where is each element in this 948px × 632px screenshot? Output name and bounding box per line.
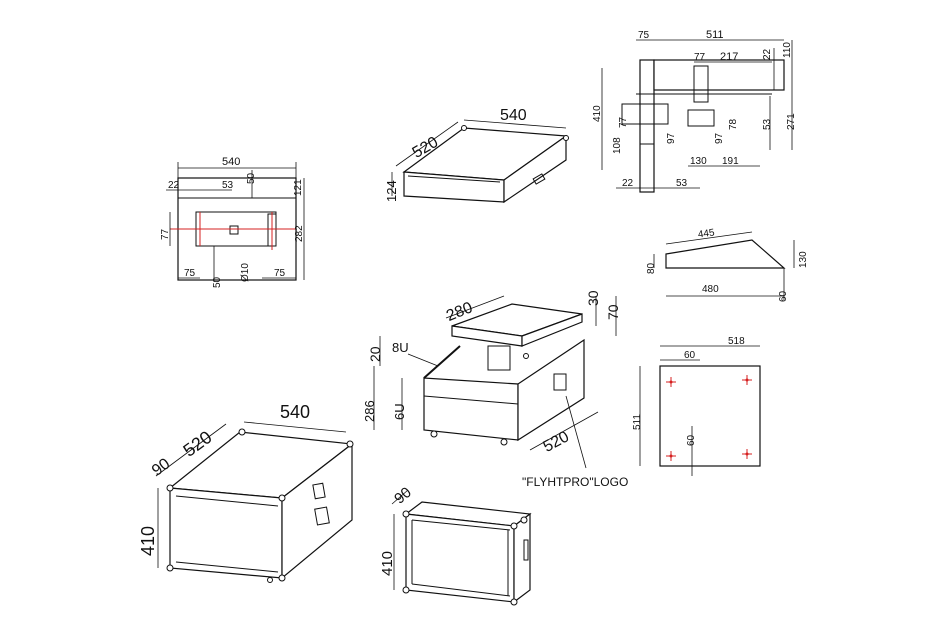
open-d70-label: 70 xyxy=(605,304,621,320)
open-rack-label: 8U xyxy=(392,340,409,355)
top-d97a-label: 97 xyxy=(666,132,677,144)
front-bottom-slot-label: 50 xyxy=(212,276,223,288)
plate-offset-label: 60 xyxy=(684,350,696,361)
open-d30-label: 30 xyxy=(585,290,601,306)
front-gap-label: 22 xyxy=(168,180,180,191)
top-d130-label: 130 xyxy=(690,156,707,167)
top-d78-label: 78 xyxy=(728,118,739,130)
top-d271-label: 271 xyxy=(786,113,797,130)
top-d110-label: 110 xyxy=(782,42,793,58)
open-case: 280 30 70 20 8U 286 6U 520 "FLYHTPRO"LOG… xyxy=(362,290,628,489)
top-d53r-label: 53 xyxy=(762,118,773,130)
front-left-edge-label: 75 xyxy=(184,268,196,279)
top-d22-label: 22 xyxy=(762,48,773,60)
open-logo-label: "FLYHTPRO"LOGO xyxy=(522,475,628,489)
front-hole-label: Ø10 xyxy=(240,263,251,282)
top-d77-label: 77 xyxy=(618,116,629,128)
open-depth-label: 520 xyxy=(540,428,572,456)
iso-height-label: 410 xyxy=(138,526,158,556)
lid-width-label: 540 xyxy=(500,107,527,124)
lid-height-label: 124 xyxy=(384,180,399,202)
front-right-edge-label: 75 xyxy=(274,268,286,279)
top-width-label: 511 xyxy=(706,29,724,41)
top-d191-label: 191 xyxy=(722,156,739,167)
plate-width-label: 518 xyxy=(728,336,745,347)
front-width-label: 540 xyxy=(222,156,240,168)
top-d97b-label: 97 xyxy=(714,132,725,144)
top-d108-label: 108 xyxy=(612,137,623,154)
top-inner-label: 77 xyxy=(694,52,706,63)
profile-h80-label: 80 xyxy=(646,262,657,274)
front-body-h-label: 282 xyxy=(294,225,305,242)
case-isometric: 540 520 90 410 xyxy=(138,402,354,583)
top-view: 75 511 77 217 22 110 410 77 108 97 97 78… xyxy=(592,29,797,193)
profile-h130-label: 130 xyxy=(798,251,809,268)
profile-top-label: 445 xyxy=(697,227,715,240)
top-d53b-label: 53 xyxy=(676,178,688,189)
front-top-h-label: 121 xyxy=(293,179,304,196)
open-lower-rack-label: 6U xyxy=(392,403,407,420)
lid-view: 540 520 124 xyxy=(384,107,569,204)
front-case-height-label: 410 xyxy=(379,551,396,576)
open-d286-label: 286 xyxy=(362,400,377,422)
top-d410-label: 410 xyxy=(592,105,603,122)
open-d20-label: 20 xyxy=(367,346,383,362)
top-d22b-label: 22 xyxy=(622,178,634,189)
front-offset-label: 53 xyxy=(222,180,234,191)
mounting-plate: 518 60 511 60 xyxy=(632,336,761,476)
front-view: 540 22 53 50 121 282 77 75 50 Ø10 75 xyxy=(160,156,305,288)
top-edge-label: 75 xyxy=(638,30,650,41)
profile-bottom-label: 480 xyxy=(702,284,719,295)
plate-offset-v-label: 60 xyxy=(686,434,697,446)
case-front: 90 410 xyxy=(379,484,532,606)
front-side-label: 77 xyxy=(160,228,171,240)
front-slot-label: 50 xyxy=(246,172,257,184)
top-gap-label: 217 xyxy=(720,51,738,63)
plate-height-label: 511 xyxy=(632,414,643,430)
side-profile: 445 80 130 480 60 xyxy=(646,227,809,302)
iso-lid-label: 90 xyxy=(149,455,173,479)
iso-width-label: 540 xyxy=(280,402,310,422)
front-case-lid-label: 90 xyxy=(391,484,415,508)
profile-h60-label: 60 xyxy=(778,290,789,302)
